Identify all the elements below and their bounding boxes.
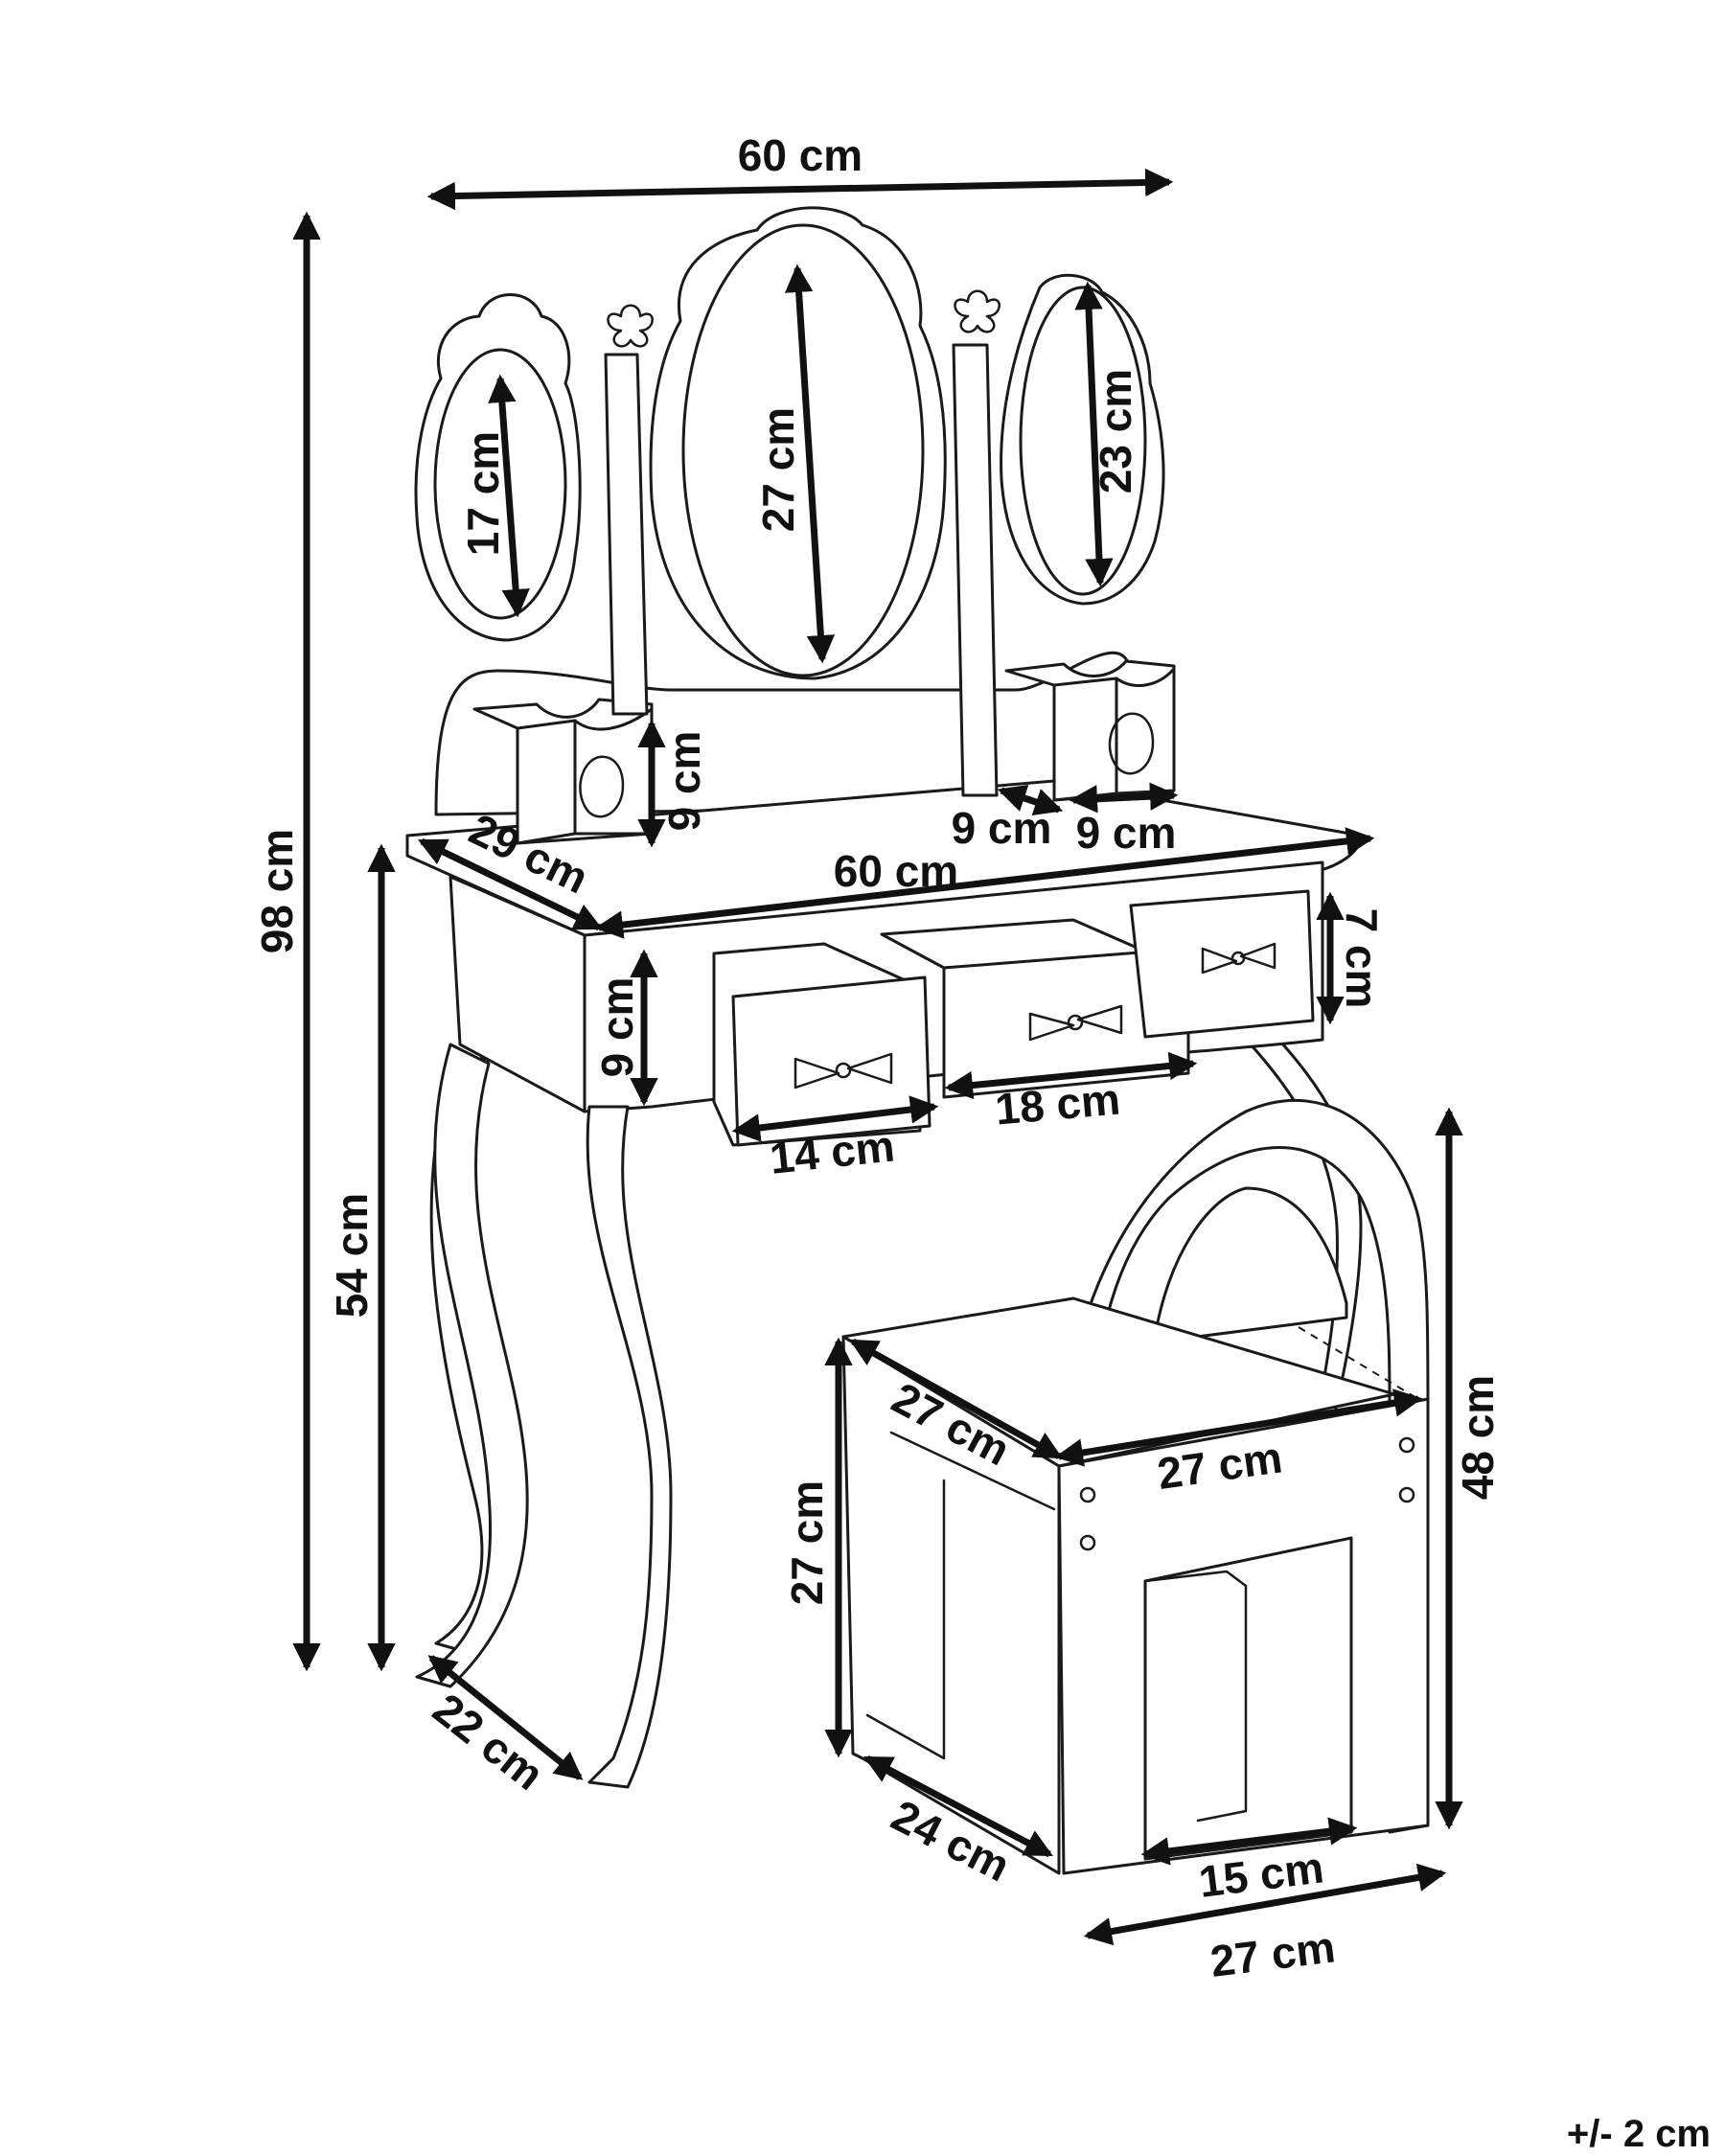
front-left-leg-side [415,1043,529,1688]
label-mirror-right-height: 23 cm [1091,369,1140,493]
dim-line-left-drawer-width [731,1095,939,1142]
label-mirror-left-height: 17 cm [458,431,508,556]
dimension-lines [292,168,1463,1946]
label-middle-drawer-width: 18 cm [993,1073,1121,1134]
organizer-right [1004,659,1176,802]
dim-line-middle-drawer-width [944,1051,1198,1100]
dim-line-mirror-center [784,264,836,664]
dim-line-chair-opening-width [1140,1817,1358,1866]
label-organizer-height: 9 cm [659,731,709,832]
dim-line-chair-seat-width [1054,1388,1423,1467]
label-overall-height: 98 cm [252,829,302,953]
label-organizer-gap: 9 cm [952,803,1052,853]
chair-front-opening [1143,1536,1353,1861]
label-table-width: 60 cm [834,846,958,896]
mirror-posts [604,289,1000,797]
label-table-height: 54 cm [327,1193,377,1318]
tolerance-note: +/- 2 cm [1567,2113,1711,2155]
dim-line-table-depth [418,837,603,931]
label-organizer-width: 9 cm [1076,808,1177,858]
organizer-left [472,698,654,845]
label-apron-height: 9 cm [592,977,642,1078]
label-mirror-center-height: 27 cm [753,407,803,532]
dim-line-organizer-gap [997,784,1064,816]
front-left-leg [586,1105,673,1789]
label-chair-seat-height: 27 cm [782,1480,832,1605]
dim-line-table-width [594,827,1375,939]
dim-line-mirror-left [488,374,530,618]
label-overall-width: 60 cm [738,130,862,180]
dim-line-chair-base-depth [863,1755,1053,1858]
dim-line-organizer-width [1069,782,1179,814]
label-side-drawer-height: 7 cm [1337,908,1387,1009]
dim-line-chair-seat-depth [849,1338,1063,1460]
chair-backrest-handle [1153,1186,1348,1343]
label-chair-total-height: 48 cm [1453,1375,1503,1500]
dim-line-chair-base-width [1083,1863,1447,1946]
dim-line-leg-base-depth [427,1655,584,1780]
dim-line-mirror-right [1074,281,1114,587]
dim-line-overall-width [426,168,1174,211]
drawer-right [1129,889,1315,1039]
label-chair-base-width: 27 cm [1208,1921,1338,1986]
